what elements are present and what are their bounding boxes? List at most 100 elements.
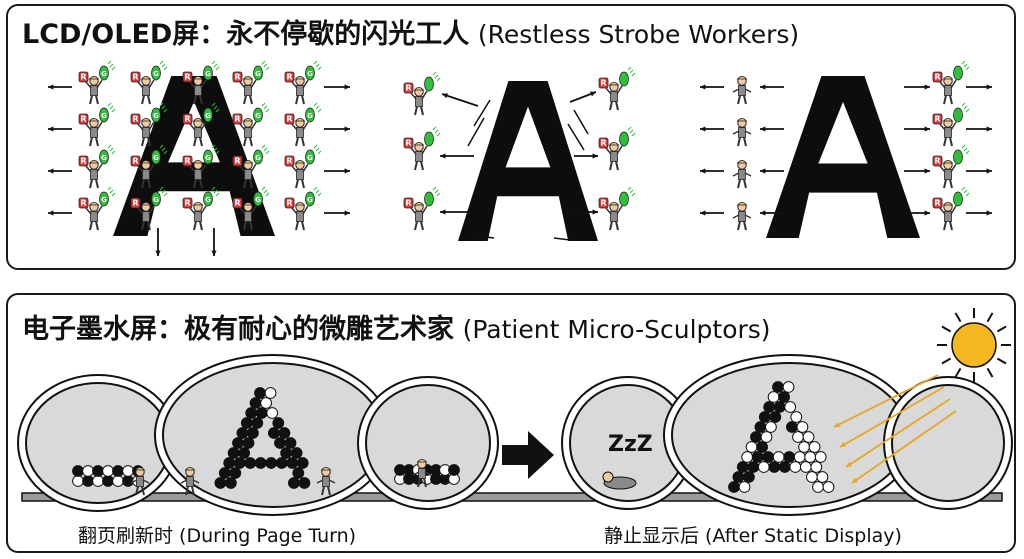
lcd-title-en: (Restless Strobe Workers) — [477, 20, 800, 49]
letter-a-counter — [818, 101, 868, 164]
black-ink-particle — [783, 451, 796, 463]
worker-arm — [950, 79, 957, 89]
strobe-worker — [732, 118, 752, 147]
worker-body — [610, 91, 618, 102]
glow-line — [163, 192, 168, 197]
strobe-worker: R — [598, 66, 636, 111]
worker-helmet — [608, 142, 620, 146]
down-arrow — [211, 228, 217, 256]
worker-leg — [141, 95, 145, 105]
strobe-worker — [732, 160, 752, 189]
worker-leg — [89, 95, 93, 105]
black-ink-particle — [292, 467, 305, 479]
white-ink-particle — [102, 465, 114, 477]
worker-leg — [743, 179, 747, 189]
worker-body — [142, 169, 150, 180]
worker-leg — [147, 179, 151, 189]
worker-arm — [96, 163, 103, 173]
worker-body — [944, 211, 952, 222]
worker-leg — [243, 137, 247, 147]
motion-arrow — [324, 168, 350, 174]
worker-arm — [605, 207, 612, 215]
motion-arrow — [48, 210, 72, 216]
worker-helmet — [736, 202, 748, 206]
green-card — [424, 191, 434, 207]
white-ink-particle — [792, 431, 804, 443]
black-ink-particle — [122, 475, 134, 487]
worker-leg — [615, 101, 619, 111]
worker-arm — [96, 121, 103, 131]
red-card-letter: R — [234, 199, 240, 208]
black-ink-particle — [280, 447, 293, 459]
worker-arm — [291, 207, 298, 215]
white-ink-particle — [804, 451, 817, 463]
strobe-worker: R — [403, 126, 441, 171]
worker-helmet — [184, 467, 196, 471]
worker-leg — [89, 137, 93, 147]
worker-leg — [95, 221, 99, 231]
green-card — [305, 149, 315, 165]
glow-line — [213, 147, 218, 152]
strobe-worker: R — [598, 186, 636, 231]
black-ink-particle — [238, 447, 251, 459]
lcd-title-zh: LCD/OLED屏：永不停歇的闪光工人 — [22, 19, 470, 50]
glow-line — [159, 60, 164, 65]
worker-helmet — [416, 459, 428, 463]
arrow-head — [442, 93, 448, 99]
worker-arm — [137, 207, 144, 215]
motion-arrow — [700, 210, 724, 216]
white-ink-particle — [802, 431, 815, 443]
worker-leg — [95, 95, 99, 105]
glow-line — [159, 144, 164, 149]
sun-disc — [951, 322, 997, 368]
green-card — [305, 107, 315, 123]
black-ink-particle — [754, 421, 767, 433]
black-ink-particle — [268, 427, 280, 439]
arrow-head — [344, 168, 350, 174]
glow-line — [313, 144, 318, 149]
worker-arm — [291, 165, 298, 173]
worker-body — [136, 476, 144, 487]
red-card-letter: R — [184, 73, 190, 82]
worker-leg — [743, 221, 747, 231]
worker-arm — [744, 88, 752, 93]
white-ink-particle — [772, 451, 785, 463]
worker-leg — [141, 486, 145, 496]
worker-leg — [249, 95, 253, 105]
arrow-head — [344, 126, 350, 132]
letter-a-static — [766, 76, 920, 238]
worker-body — [738, 211, 746, 222]
glow-line — [161, 63, 166, 68]
red-card — [932, 155, 943, 167]
green-card — [203, 149, 213, 165]
worker-arm — [605, 147, 612, 155]
black-ink-particle — [274, 437, 286, 449]
arrow-head — [48, 84, 54, 90]
glow-line — [317, 192, 322, 197]
red-card-letter: R — [234, 73, 240, 82]
strobe-worker: R — [403, 71, 441, 116]
black-ink-particle — [225, 477, 237, 489]
glow-line — [263, 105, 268, 110]
red-card — [182, 113, 193, 125]
motion-arrow — [904, 168, 930, 174]
glow-line — [434, 129, 439, 134]
worker-leg — [615, 161, 619, 171]
glow-line — [211, 186, 216, 191]
glow-line — [631, 192, 636, 197]
green-card-letter: G — [255, 154, 261, 162]
red-card — [182, 71, 193, 83]
worker-helmet — [294, 118, 306, 122]
sun-ray-spike — [986, 367, 994, 378]
worker-leg — [301, 221, 305, 231]
worker-arm — [424, 471, 432, 476]
worker-leg — [243, 221, 247, 231]
glow-line — [111, 192, 116, 197]
black-ink-particle — [736, 461, 749, 473]
worker-body — [194, 127, 202, 138]
white-ink-particle — [260, 397, 273, 409]
worker-arm — [250, 79, 257, 89]
worker-arm — [410, 207, 417, 215]
